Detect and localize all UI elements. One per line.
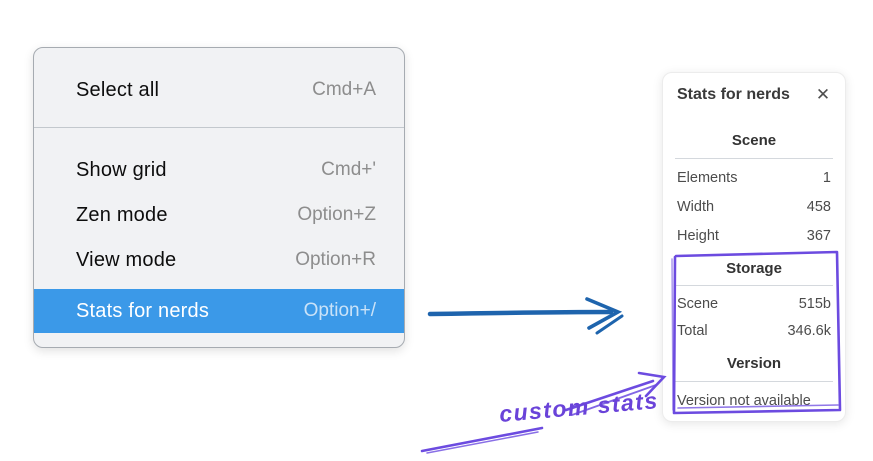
stats-row-label: Width	[677, 199, 715, 215]
stats-panel-title: Stats for nerds	[677, 86, 790, 103]
divider	[675, 158, 833, 159]
stats-row-value: 346.6k	[787, 323, 831, 339]
menu-item-zen-mode[interactable]: Zen mode Option+Z	[34, 193, 404, 237]
stats-row-value: 515b	[798, 296, 831, 312]
menu-item-shortcut: Cmd+'	[321, 159, 376, 180]
blue-arrow	[427, 297, 624, 335]
menu-item-label: Stats for nerds	[76, 299, 210, 322]
menu-item-stats-for-nerds[interactable]: Stats for nerds Option+/	[34, 289, 404, 333]
divider	[675, 381, 833, 382]
menu-item-shortcut: Option+R	[295, 249, 376, 270]
stats-section-heading-version: Version	[726, 355, 782, 372]
stats-row-label: Total	[677, 323, 708, 339]
menu-item-label: Select all	[76, 78, 160, 101]
stats-row-total-storage: Total 346.6k	[663, 320, 845, 342]
stats-row-label: Height	[677, 228, 719, 244]
menu-item-label: Zen mode	[76, 203, 168, 226]
close-icon[interactable]: ✕	[815, 85, 831, 104]
custom-stats-arrow	[420, 371, 667, 454]
stats-row-value: 1	[822, 170, 831, 186]
menu-item-label: View mode	[76, 248, 177, 271]
stats-row-value: 458	[806, 199, 831, 215]
stats-panel: Stats for nerds ✕ Scene Elements 1 Width…	[662, 72, 846, 422]
context-menu: Select all Cmd+A Show grid Cmd+' Zen mod…	[33, 47, 405, 348]
menu-item-shortcut: Cmd+A	[312, 79, 376, 100]
stats-row-scene-storage: Scene 515b	[663, 293, 845, 315]
menu-item-show-grid[interactable]: Show grid Cmd+'	[34, 148, 404, 192]
stats-row-value: 367	[806, 228, 831, 244]
stats-section-heading-scene: Scene	[731, 132, 777, 149]
stats-row-label: Elements	[677, 170, 738, 186]
menu-item-shortcut: Option+Z	[297, 204, 376, 225]
menu-item-view-mode[interactable]: View mode Option+R	[34, 238, 404, 282]
stats-row-elements: Elements 1	[663, 167, 845, 189]
menu-separator	[34, 127, 404, 128]
stats-row-label: Scene	[677, 296, 719, 312]
menu-item-shortcut: Option+/	[303, 300, 376, 321]
divider	[675, 285, 833, 286]
menu-item-select-all[interactable]: Select all Cmd+A	[34, 68, 404, 112]
stats-section-heading-storage: Storage	[726, 260, 782, 277]
menu-item-label: Show grid	[76, 158, 167, 181]
stats-row-height: Height 367	[663, 225, 845, 247]
stats-row-width: Width 458	[663, 196, 845, 218]
custom-stats-annotation-label: custom stats	[498, 387, 660, 427]
stats-version-note: Version not available	[677, 393, 811, 409]
